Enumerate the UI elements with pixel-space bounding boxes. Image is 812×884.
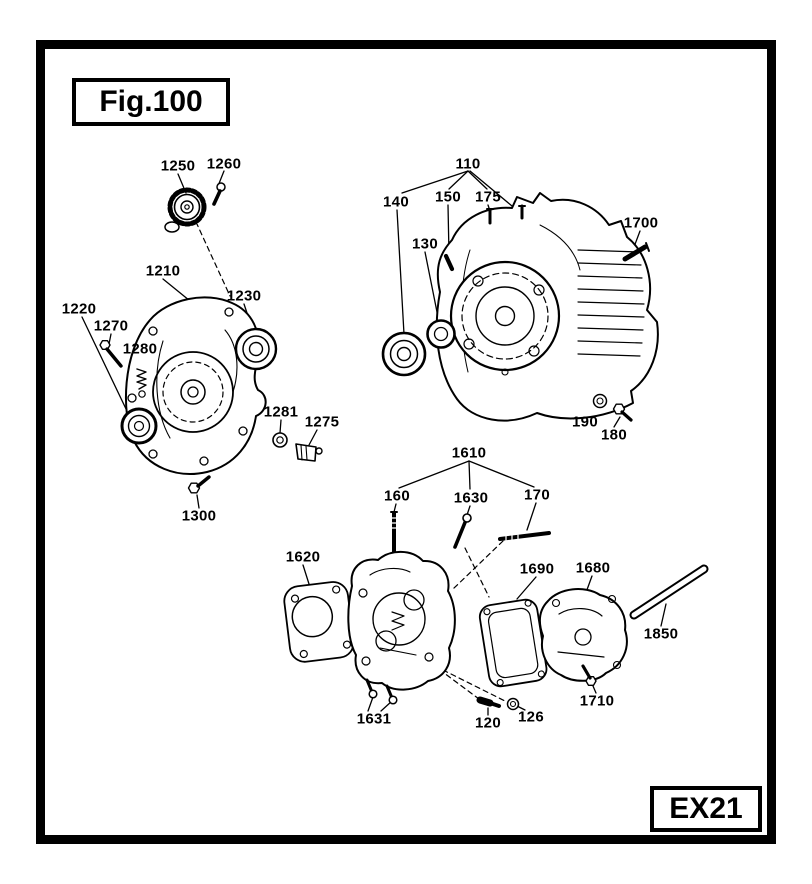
figure-title: Fig.100 [99,85,203,118]
figure-title-box: Fig.100 [72,78,230,126]
crankcase-assembly [381,192,659,422]
cylinder-head-assembly [283,511,709,711]
figure-code: EX21 [669,792,743,825]
crankcase-cover-assembly [99,296,323,494]
leader-lines [81,170,667,716]
cylinder-fins [577,249,645,357]
diagram-border [36,40,776,844]
governor-gear-assembly [164,182,226,233]
assembly-dashed-lines [195,221,506,702]
figure-code-box: EX21 [650,786,762,832]
